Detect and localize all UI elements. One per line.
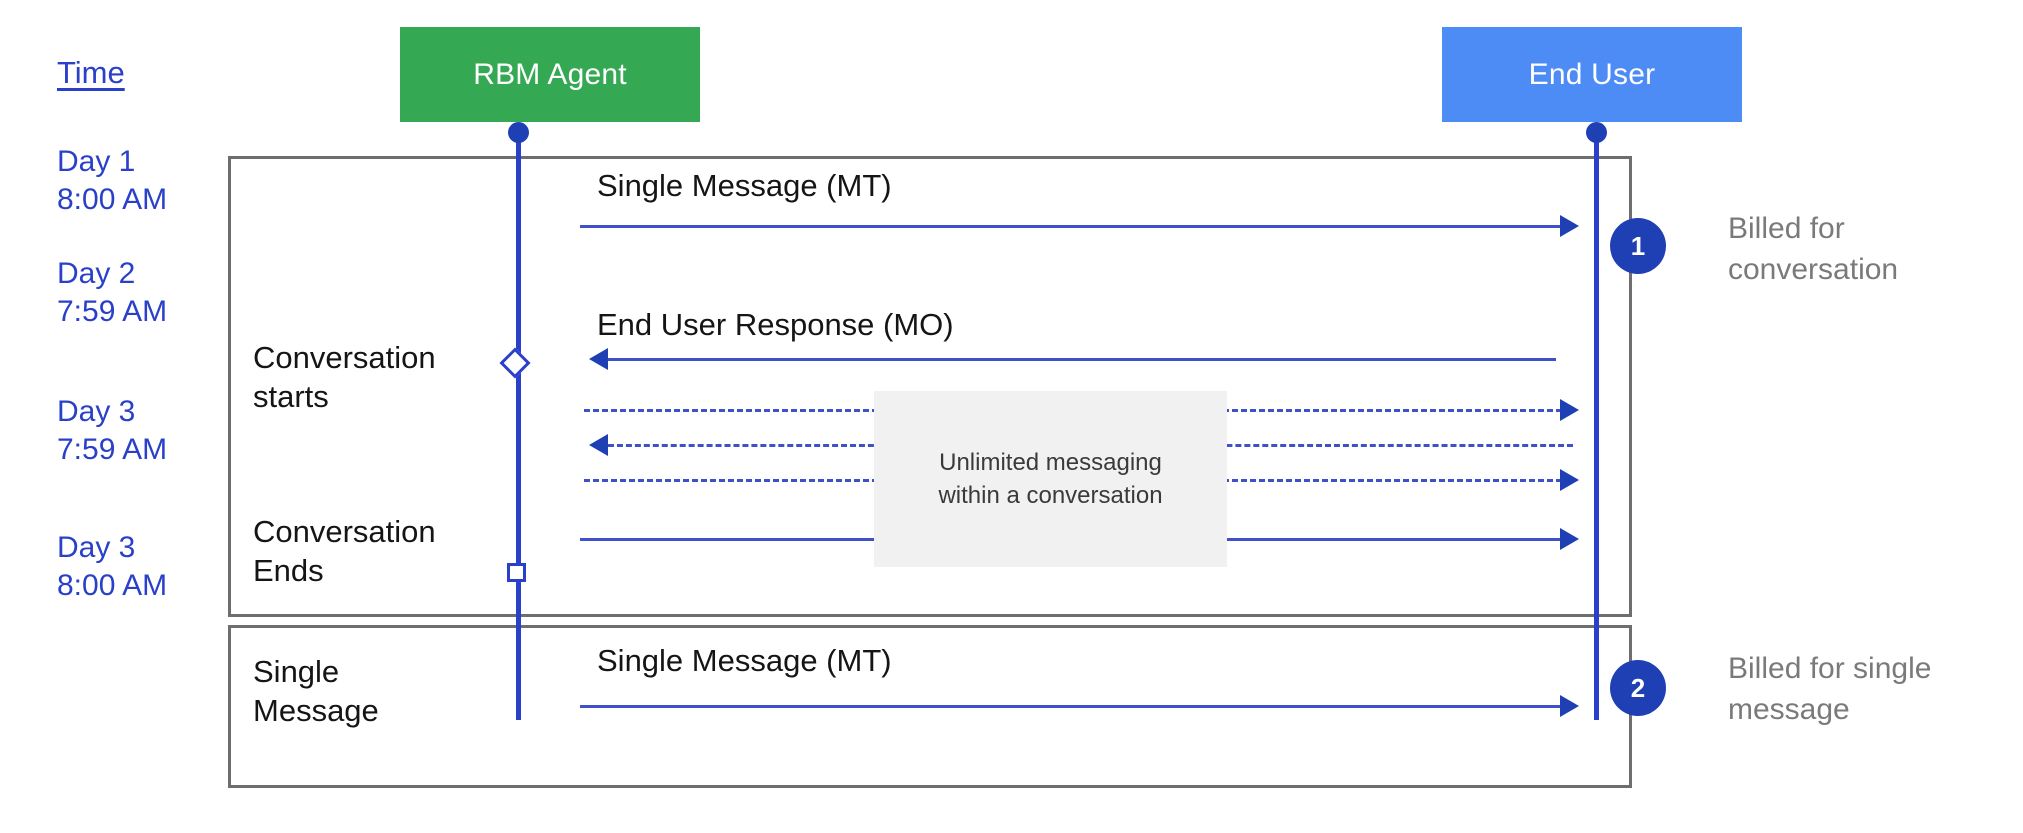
callout-caption-2: Billed for single message xyxy=(1728,652,1932,727)
actor-rbm-agent[interactable]: RBM Agent xyxy=(400,27,700,122)
message-label-mt-1: Single Message (MT) xyxy=(597,168,892,203)
callout-badge-1[interactable]: 1 xyxy=(1610,218,1666,274)
message-arrowhead-unlimited-2 xyxy=(589,434,608,456)
actor-end-user[interactable]: End User xyxy=(1442,27,1742,122)
message-arrow-mo-1 xyxy=(608,358,1556,361)
conversation-end-square-marker xyxy=(507,563,526,582)
step-label-conversation-ends: Conversation Ends xyxy=(253,514,436,589)
callout-badge-2[interactable]: 2 xyxy=(1610,660,1666,716)
lifeline-end-user xyxy=(1594,130,1599,720)
lifeline-rbm-agent xyxy=(516,130,521,720)
note-unlimited-messaging-text: Unlimited messaging within a conversatio… xyxy=(938,448,1163,509)
time-label-day3-759am: Day 3 7:59 AM xyxy=(57,395,168,467)
time-label-day2-759am: Day 2 7:59 AM xyxy=(57,257,168,329)
message-arrow-mt-1 xyxy=(580,225,1562,228)
time-label-day1-8am: Day 1 8:00 AM xyxy=(57,145,168,217)
time-column-header: Time xyxy=(57,55,125,90)
conversation-group-rect xyxy=(228,156,1632,617)
lifeline-start-dot-end-user xyxy=(1586,122,1607,143)
message-arrowhead-unlimited-3 xyxy=(1560,469,1579,491)
callout-badge-1-number: 1 xyxy=(1630,230,1646,261)
message-arrowhead-mo-1 xyxy=(589,348,608,370)
time-label-day3-8am: Day 3 8:00 AM xyxy=(57,531,168,603)
lifeline-start-dot-rbm-agent xyxy=(508,122,529,143)
step-label-single-message: Single Message xyxy=(253,654,379,729)
message-label-mo-1: End User Response (MO) xyxy=(597,307,954,342)
note-unlimited-messaging: Unlimited messaging within a conversatio… xyxy=(874,391,1227,567)
message-arrowhead-mt-1 xyxy=(1560,215,1579,237)
message-arrowhead-mt-last xyxy=(1560,528,1579,550)
message-arrowhead-mt-2 xyxy=(1560,695,1579,717)
callout-badge-2-number: 2 xyxy=(1630,672,1646,703)
message-label-mt-2: Single Message (MT) xyxy=(597,643,892,678)
callout-caption-1: Billed for conversation xyxy=(1728,212,1899,287)
message-arrowhead-unlimited-1 xyxy=(1560,399,1579,421)
message-arrow-mt-2 xyxy=(580,705,1562,708)
step-label-conversation-starts: Conversation starts xyxy=(253,340,436,415)
actor-end-user-label: End User xyxy=(1528,57,1656,91)
actor-rbm-agent-label: RBM Agent xyxy=(473,57,627,91)
